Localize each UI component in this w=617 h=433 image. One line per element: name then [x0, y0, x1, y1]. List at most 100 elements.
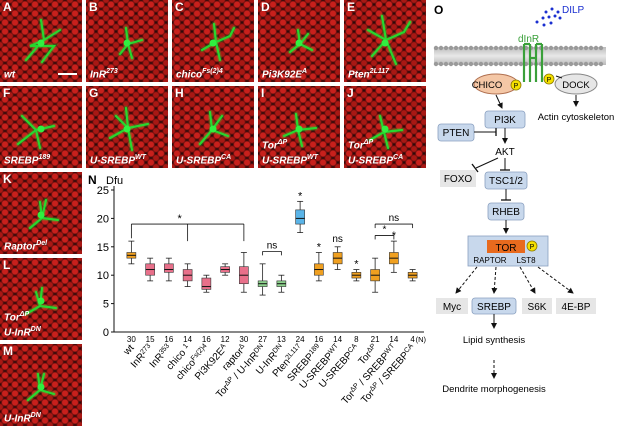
neuron-dendrite-image — [15, 113, 57, 151]
rheb-node: RHEB — [487, 202, 525, 221]
n-label: 14 — [389, 335, 398, 344]
panel-genotype-label: Pten2L117 — [348, 67, 390, 80]
n-label: 30 — [127, 335, 136, 344]
box-15 — [407, 269, 418, 282]
panel-genotype-label: wt — [4, 69, 16, 80]
cell-membrane — [433, 45, 606, 67]
neuron-dendrite-image — [27, 197, 61, 231]
panel-letter: A — [3, 0, 12, 14]
neuron-dendrite-image — [287, 27, 315, 55]
panel-letter: H — [175, 86, 184, 100]
panel-genotype-label: RaptorDel — [4, 239, 48, 252]
svg-text:4E-BP: 4E-BP — [562, 302, 591, 313]
y-tick-label: 10 — [97, 270, 109, 282]
n-label: 27 — [258, 335, 267, 344]
chico-phospho-icon — [510, 79, 522, 91]
n-label: 21 — [371, 335, 380, 344]
box-8 — [276, 274, 287, 293]
significance-star: * — [383, 224, 387, 235]
dilp-label: DILP — [562, 5, 585, 16]
neuron-dendrite-image — [281, 111, 319, 149]
panel-letter: J — [347, 86, 354, 100]
s6k-node: S6K — [522, 298, 552, 314]
panel-letter: L — [3, 258, 11, 272]
box-10 — [314, 252, 324, 282]
box-14 — [389, 240, 399, 273]
dilp-ligand-dots — [535, 7, 562, 27]
svg-text:PTEN: PTEN — [443, 128, 470, 139]
panel-letter: B — [89, 0, 98, 14]
y-tick-label: 0 — [103, 327, 109, 339]
tor-target-arrows — [455, 266, 574, 294]
svg-text:FOXO: FOXO — [444, 174, 473, 185]
neuron-dendrite-image — [365, 13, 413, 67]
neuron-dendrite-image — [23, 285, 59, 317]
panel-letter: I — [261, 86, 265, 100]
chico-node: CHICO P — [472, 73, 522, 95]
tor-complex-node: TOR P RAPTOR LST8 — [467, 235, 549, 267]
panel-genotype-label: U-SREBPWT — [90, 153, 146, 166]
neuron-dendrite-image — [25, 371, 57, 403]
neuron-dendrite-image — [197, 109, 231, 147]
svg-text:P: P — [514, 83, 519, 90]
svg-text:TOR: TOR — [496, 243, 517, 254]
significance-star: * — [177, 213, 182, 225]
n-label: 16 — [164, 335, 173, 344]
n-label: 30 — [239, 335, 248, 344]
n-label: 14 — [183, 335, 192, 344]
box-13 — [370, 257, 380, 293]
panel-genotype-label: SREBP189 — [4, 153, 51, 166]
svg-text:P: P — [530, 244, 535, 251]
y-tick-label: 15 — [97, 242, 109, 254]
dock-node: DOCK — [554, 73, 598, 95]
ns-label: ns — [267, 240, 278, 251]
svg-text:Myc: Myc — [443, 302, 461, 313]
receptor-phospho-icon — [543, 73, 555, 85]
panel-genotype-label: U-InRDN — [4, 411, 41, 424]
panel-letter: D — [261, 0, 270, 14]
panel-letter: M — [3, 344, 13, 358]
ns-label: ns — [389, 213, 400, 224]
n-header: (N) — [416, 335, 427, 344]
n-label: 4 — [410, 335, 415, 344]
ns-label: ns — [332, 234, 343, 245]
svg-text:RHEB: RHEB — [492, 207, 520, 218]
image-panel-m: M U-InRDN — [0, 344, 82, 426]
chart-panel-label: N — [88, 173, 97, 187]
4ebp-node: 4E-BP — [556, 298, 596, 314]
svg-text:S6K: S6K — [528, 302, 547, 313]
chart-boxes — [126, 200, 418, 296]
dinr-receptor — [522, 42, 544, 82]
panel-letter: K — [3, 172, 12, 186]
box-9 — [295, 200, 305, 233]
panel-letter: G — [89, 86, 99, 100]
box-12 — [351, 269, 362, 282]
lipid-synthesis-label: Lipid synthesis — [463, 335, 526, 346]
box-7 — [257, 263, 268, 296]
neuron-dendrite-image — [107, 105, 151, 153]
dock-label: DOCK — [562, 80, 590, 91]
myc-node: Myc — [436, 298, 468, 314]
svg-text:TSC1/2: TSC1/2 — [489, 176, 523, 187]
diagram-panel-label: O — [434, 3, 443, 17]
neuron-dendrite-image — [367, 113, 405, 151]
box-5 — [220, 263, 230, 276]
y-tick-label: 25 — [97, 185, 109, 197]
n-label: 13 — [277, 335, 286, 344]
panel-genotype-label: chicoFs(2)4 — [176, 67, 223, 80]
image-panel-k: K RaptorDel — [0, 172, 82, 254]
pten-node: PTEN — [437, 123, 475, 142]
